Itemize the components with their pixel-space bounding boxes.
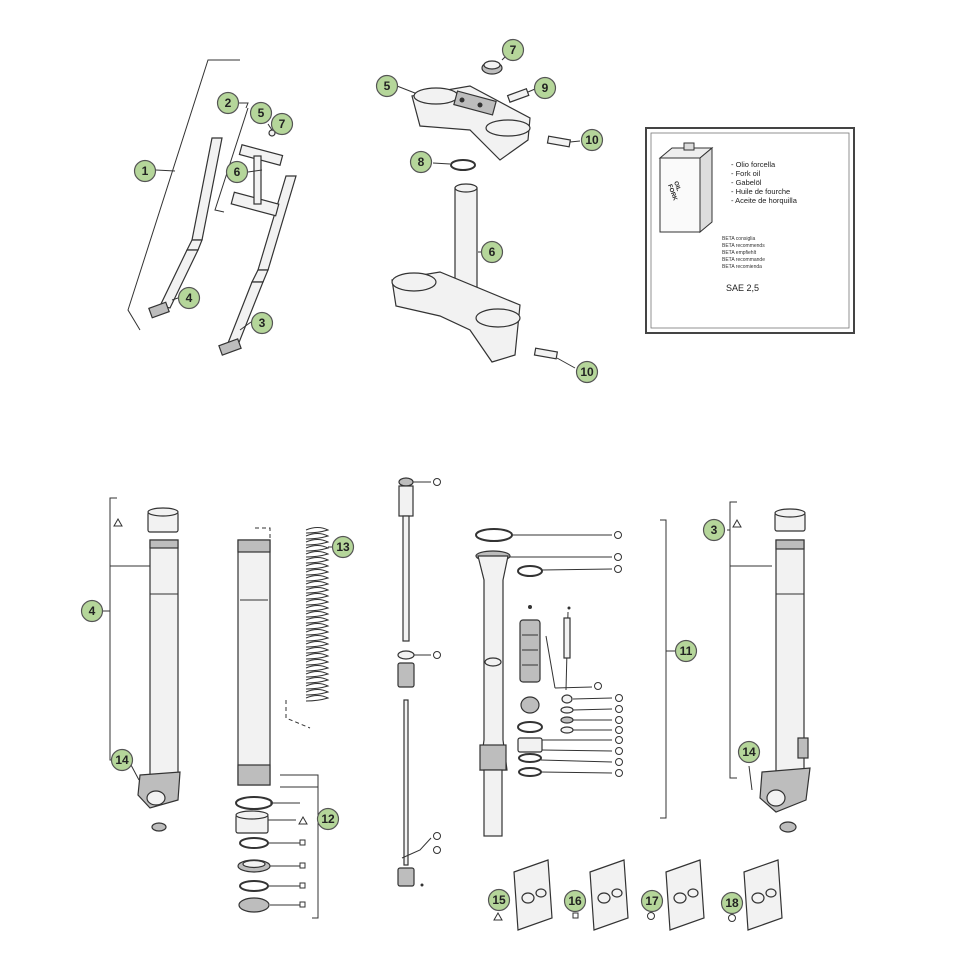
callout-c10b: 10 — [575, 360, 599, 384]
callout-label: 14 — [115, 753, 129, 767]
fork-leg-left — [148, 137, 223, 319]
callout-label: 13 — [336, 540, 350, 554]
fork-leg-right — [218, 175, 297, 356]
callout-c11: 11 — [674, 639, 698, 663]
oil-small-0: BETA consiglia — [722, 236, 755, 242]
left-leg-exploded — [97, 497, 181, 832]
callout-c13: 13 — [331, 535, 355, 559]
callout-label: 7 — [510, 43, 517, 57]
callout-label: 4 — [186, 291, 193, 305]
leader-1 — [155, 169, 176, 172]
oil-grade: SAE 2,5 — [726, 283, 759, 293]
callout-label: 17 — [645, 894, 659, 908]
callout-label: 5 — [258, 106, 265, 120]
fork-oil-box: FORK OIL - Olio forcella - Fork oil - Ga… — [645, 127, 855, 334]
oil-small-3: BETA recommande — [722, 257, 765, 263]
callout-label: 14 — [742, 745, 756, 759]
callout-c6b: 6 — [480, 240, 504, 264]
oil-small-1: BETA recommends — [722, 243, 765, 249]
fork-cartridge — [475, 519, 675, 837]
callout-c16: 16 — [563, 889, 587, 913]
callout-label: 10 — [585, 133, 599, 147]
packet-18 — [743, 859, 783, 931]
callout-label: 4 — [89, 604, 96, 618]
can-label-2: OIL — [672, 181, 681, 193]
callout-c2: 2 — [216, 91, 240, 115]
callout-c7b: 7 — [501, 38, 525, 62]
oil-line-0: - Olio forcella — [731, 160, 776, 169]
fork-assembly-overview — [127, 59, 297, 356]
packet-16 — [589, 859, 629, 931]
callout-label: 2 — [225, 96, 232, 110]
callout-label: 3 — [711, 523, 718, 537]
bracket-2b — [214, 107, 249, 213]
callout-c6a: 6 — [225, 160, 249, 184]
callout-c7a: 7 — [270, 112, 294, 136]
callout-c3b: 3 — [702, 518, 726, 542]
callout-label: 6 — [234, 165, 241, 179]
callout-label: 8 — [418, 155, 425, 169]
grease-packets — [493, 859, 783, 931]
upper-triple-clamp — [396, 51, 581, 171]
callout-c1: 1 — [133, 159, 157, 183]
triple-clamp-overview — [230, 129, 284, 217]
callout-c5b: 5 — [375, 74, 399, 98]
callout-label: 9 — [542, 81, 549, 95]
callout-c14a: 14 — [110, 748, 134, 772]
callout-c4a: 4 — [177, 286, 201, 310]
callout-label: 18 — [725, 896, 739, 910]
callout-label: 5 — [384, 79, 391, 93]
outer-tube-and-spring — [235, 527, 338, 919]
packet-17 — [665, 859, 705, 931]
callout-c18: 18 — [720, 891, 744, 915]
callout-label: 7 — [279, 117, 286, 131]
oil-line-4: - Aceite de horquilla — [731, 196, 798, 205]
callout-label: 16 — [568, 894, 582, 908]
callout-label: 6 — [489, 245, 496, 259]
damper-rod-assembly — [397, 477, 441, 887]
callout-label: 1 — [142, 164, 149, 178]
oil-can-icon: FORK OIL — [658, 142, 714, 234]
callout-c9: 9 — [533, 76, 557, 100]
callout-c10a: 10 — [580, 128, 604, 152]
callout-c3a: 3 — [250, 311, 274, 335]
bracket-2 — [236, 102, 249, 109]
bracket-1 — [127, 59, 240, 331]
callout-c17: 17 — [640, 889, 664, 913]
callout-label: 10 — [580, 365, 594, 379]
callout-label: 15 — [492, 893, 506, 907]
callout-c4b: 4 — [80, 599, 104, 623]
callout-label: 12 — [321, 812, 335, 826]
oil-line-2: - Gabelöl — [731, 178, 762, 187]
lower-triple-clamp — [391, 183, 576, 369]
callout-c14b: 14 — [737, 740, 761, 764]
oil-small-2: BETA empfiehlt — [722, 250, 757, 256]
oil-line-1: - Fork oil — [731, 169, 761, 178]
callout-c5a: 5 — [249, 101, 273, 125]
can-label-1: FORK — [666, 184, 678, 203]
callout-c8: 8 — [409, 150, 433, 174]
callout-label: 11 — [680, 644, 693, 658]
packet-15 — [513, 859, 553, 931]
oil-line-3: - Huile de fourche — [731, 187, 790, 196]
fork-spring — [305, 527, 330, 702]
oil-small-4: BETA recomienda — [722, 264, 762, 270]
callout-c15: 15 — [487, 888, 511, 912]
callout-label: 3 — [259, 316, 266, 330]
callout-c12: 12 — [316, 807, 340, 831]
right-leg-exploded — [727, 501, 811, 833]
